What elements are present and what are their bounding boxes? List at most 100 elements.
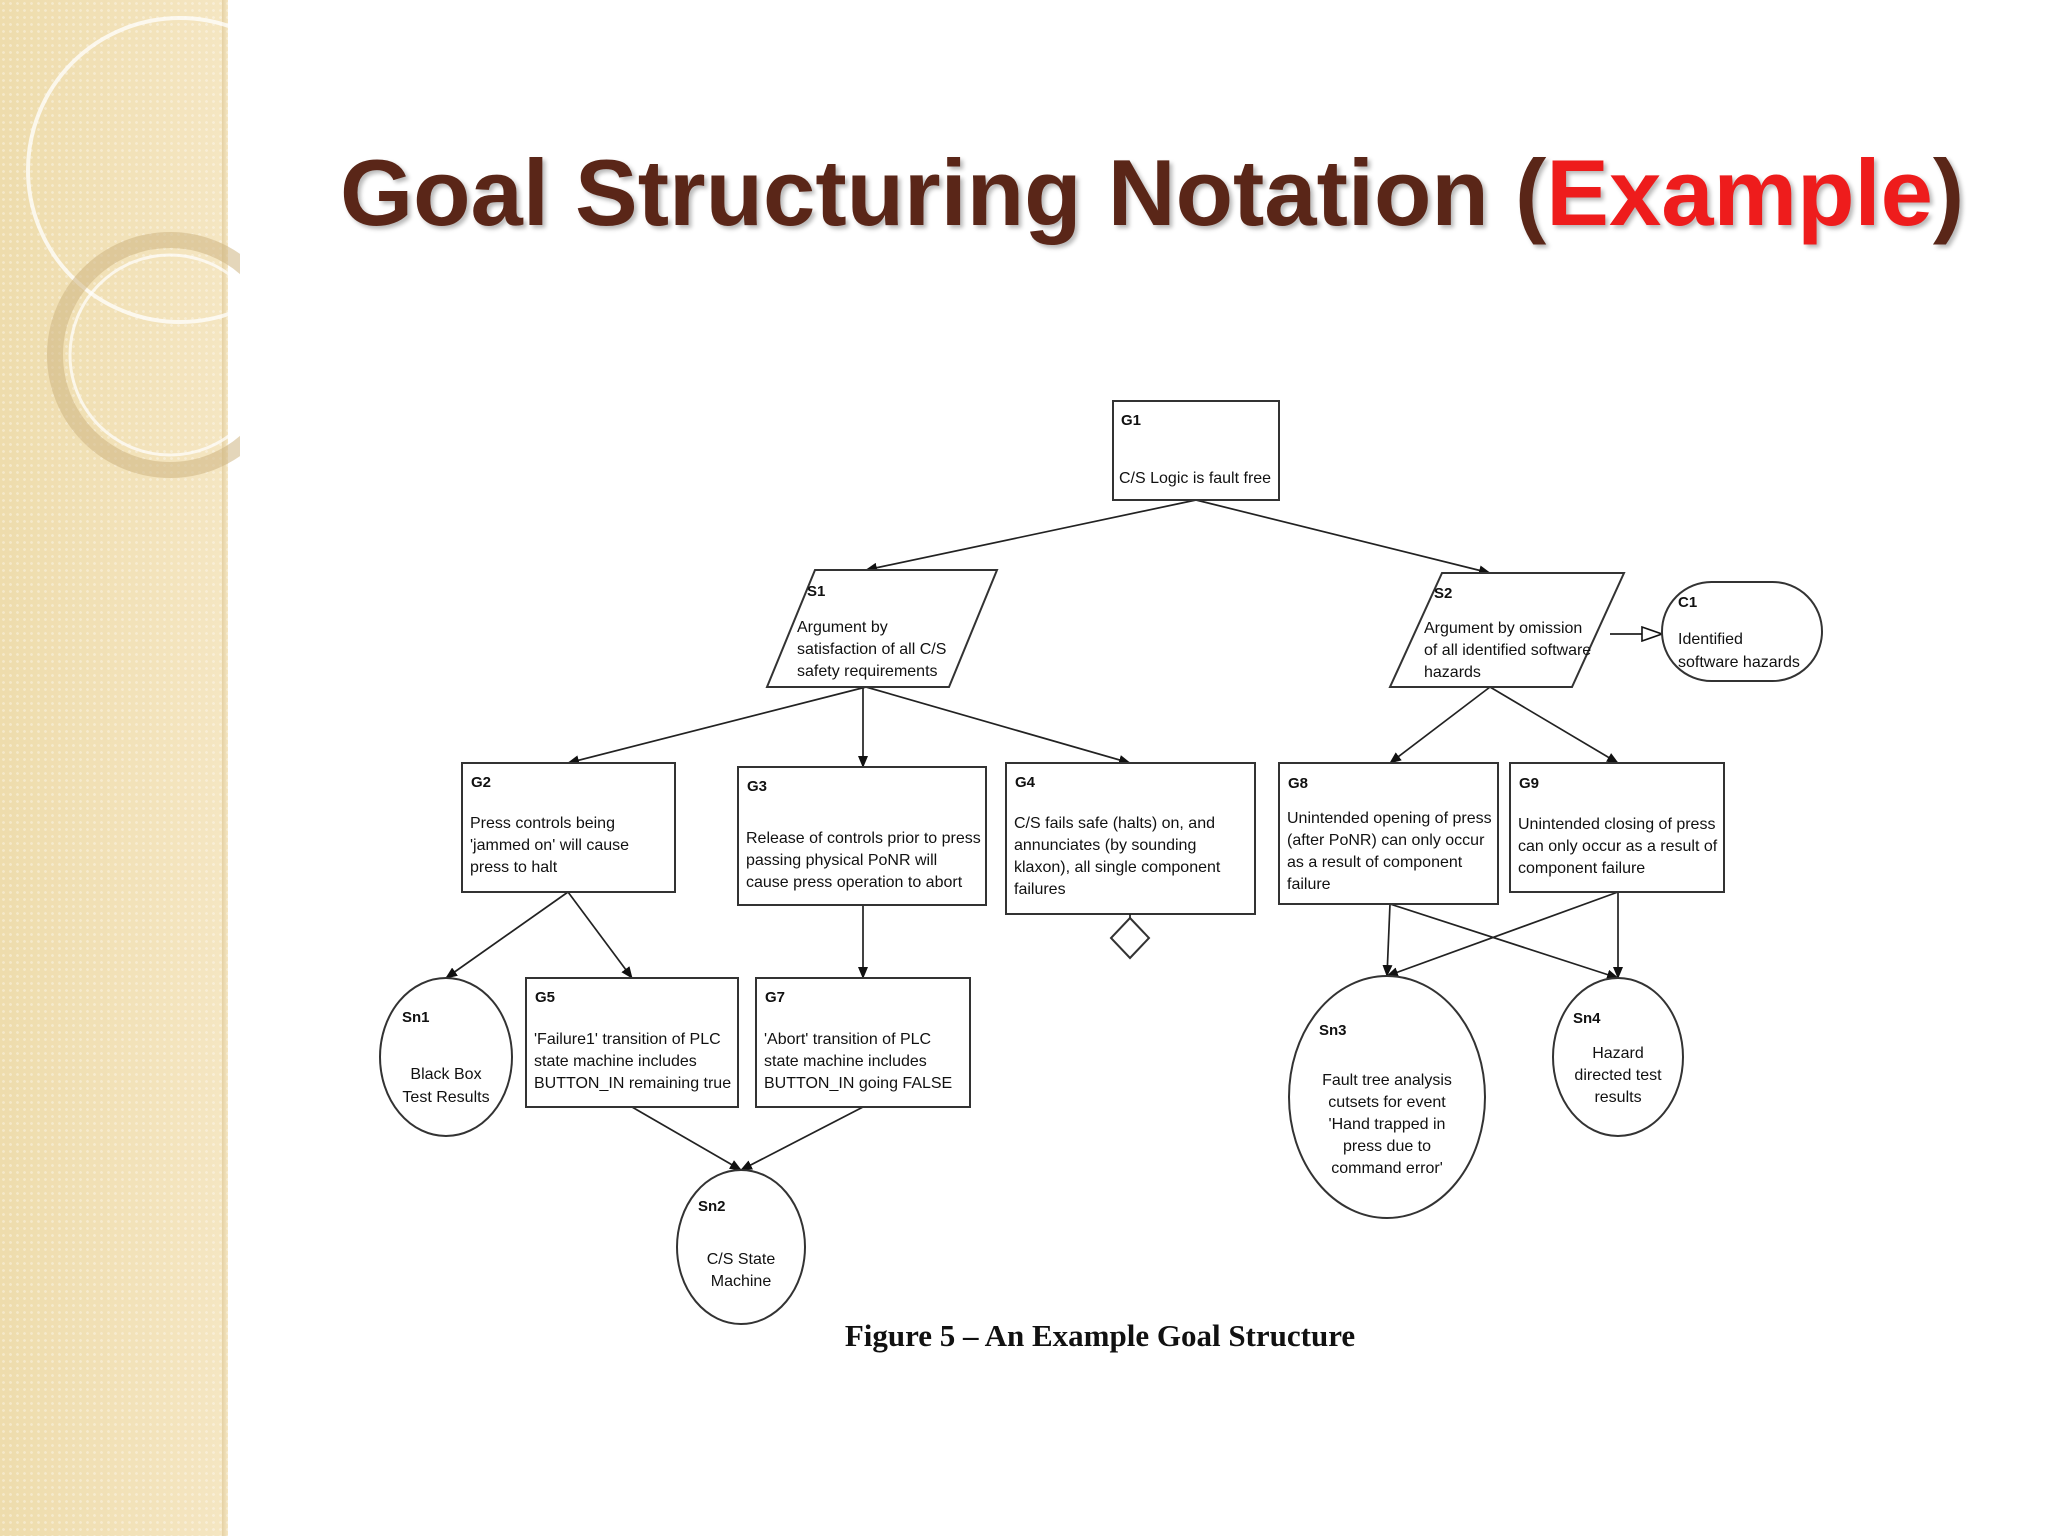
edges-layer xyxy=(445,499,1662,1171)
node-text-line: 'Abort' transition of PLC xyxy=(764,1031,931,1048)
node-id-label: S2 xyxy=(1434,585,1452,602)
title-main: Goal Structuring Notation ( xyxy=(340,140,1547,245)
node-text-line: klaxon), all single component xyxy=(1014,859,1221,876)
goal-shape xyxy=(1509,762,1725,893)
node-text-line: hazards xyxy=(1424,664,1481,681)
node-id-label: G4 xyxy=(1015,774,1036,791)
edge-s2-g9 xyxy=(1489,686,1619,764)
goal-shape xyxy=(525,977,739,1108)
edge-g1-s1 xyxy=(865,499,1197,573)
edge-g2-g5 xyxy=(567,891,633,979)
solution-shape xyxy=(1552,977,1684,1137)
edge-g7-sn2 xyxy=(740,1106,864,1171)
node-text-line: Fault tree analysis xyxy=(1322,1072,1452,1089)
node-text-line: passing physical PoNR will xyxy=(746,852,937,869)
edge-g8-sn3 xyxy=(1382,903,1393,977)
goal-shape xyxy=(1005,762,1256,915)
node-id-label: G5 xyxy=(535,989,555,1006)
edge-s1-g2 xyxy=(567,686,867,766)
strategy-shape xyxy=(1388,572,1626,688)
edge-g5-sn2 xyxy=(631,1106,742,1171)
edge-g9-sn3 xyxy=(1386,891,1619,977)
node-text-line: annunciates (by sounding xyxy=(1014,837,1196,854)
goal-shape xyxy=(1278,762,1499,905)
node-text-line: Unintended closing of press xyxy=(1518,816,1715,833)
node-id-label: Sn1 xyxy=(402,1009,430,1026)
node-text-line: press due to xyxy=(1343,1138,1431,1155)
node-text-line: Argument by omission xyxy=(1424,620,1582,637)
node-text-line: of all identified software xyxy=(1424,642,1591,659)
node-id-label: C1 xyxy=(1678,594,1697,611)
strategy-shape xyxy=(765,569,999,688)
node-text-line: 'jammed on' will cause xyxy=(470,837,629,854)
node-text-line: BUTTON_IN remaining true xyxy=(534,1075,731,1092)
node-text-line: Test Results xyxy=(402,1089,489,1106)
node-text-line: C/S Logic is fault free xyxy=(1119,470,1271,487)
node-text-line: cutsets for event xyxy=(1328,1094,1446,1111)
edge-s1-g4 xyxy=(865,686,1131,765)
edge-g8-sn4 xyxy=(1389,903,1619,980)
node-text-line: state machine includes xyxy=(534,1053,697,1070)
node-g7: G7 'Abort' transition of PLC state machine… xyxy=(755,977,971,1108)
node-text-line: results xyxy=(1594,1089,1641,1106)
node-text-line: software hazards xyxy=(1678,654,1800,671)
solution-shape xyxy=(1288,975,1486,1219)
node-id-label: G8 xyxy=(1288,775,1308,792)
node-text-line: directed test xyxy=(1574,1067,1662,1084)
node-text-line: Unintended opening of press xyxy=(1287,810,1492,827)
ring-small xyxy=(47,232,240,478)
node-text-line: Argument by xyxy=(797,619,888,636)
node-id-label: G2 xyxy=(471,774,491,791)
node-text-line: failure xyxy=(1287,876,1331,893)
node-g1: G1C/S Logic is fault free xyxy=(1112,400,1280,501)
figure-caption: Figure 5 – An Example Goal Structure xyxy=(844,1318,1356,1353)
title-close: ) xyxy=(1932,140,1965,245)
node-g4: G4C/S fails safe (halts) on, and annuncia… xyxy=(1005,762,1256,915)
goal-shape xyxy=(461,762,676,893)
slide-title: Goal Structuring Notation (Example) xyxy=(340,128,2020,258)
goal-shape xyxy=(755,977,971,1108)
node-text-line: component failure xyxy=(1518,860,1645,877)
node-id-label: S1 xyxy=(807,583,825,600)
decorative-rings xyxy=(26,16,240,478)
node-text-line: satisfaction of all C/S xyxy=(797,641,946,658)
node-text-line: state machine includes xyxy=(764,1053,927,1070)
node-text-line: C/S State xyxy=(707,1251,776,1268)
node-text-line: Hazard xyxy=(1592,1045,1644,1062)
node-text-line: Machine xyxy=(711,1273,772,1290)
node-text-line: C/S fails safe (halts) on, and xyxy=(1014,815,1215,832)
node-text-line: as a result of component xyxy=(1287,854,1463,871)
node-text-line: cause press operation to abort xyxy=(746,874,963,891)
node-id-label: Sn3 xyxy=(1319,1022,1347,1039)
node-text-line: can only occur as a result of xyxy=(1518,838,1718,855)
undeveloped-diamond-g4 xyxy=(1109,916,1151,960)
node-text-line: Black Box xyxy=(410,1066,481,1083)
sidebar-edge xyxy=(222,0,228,1536)
edge-g1-s2 xyxy=(1195,499,1491,576)
solution-shape xyxy=(676,1169,806,1325)
node-text-line: 'Failure1' transition of PLC xyxy=(534,1031,721,1048)
node-text-line: press to halt xyxy=(470,859,558,876)
node-text-line: Identified xyxy=(1678,631,1743,648)
node-text-line: BUTTON_IN going FALSE xyxy=(764,1075,952,1092)
edge-g2-sn1 xyxy=(445,891,569,979)
ring-large xyxy=(26,16,240,324)
node-id-label: G1 xyxy=(1121,412,1141,429)
node-text-line: failures xyxy=(1014,881,1066,898)
node-text-line: Press controls being xyxy=(470,815,615,832)
node-id-label: Sn4 xyxy=(1573,1010,1601,1027)
node-id-label: G3 xyxy=(747,778,767,795)
solution-shape xyxy=(379,977,513,1137)
node-id-label: G9 xyxy=(1519,775,1539,792)
node-id-label: G7 xyxy=(765,989,785,1006)
